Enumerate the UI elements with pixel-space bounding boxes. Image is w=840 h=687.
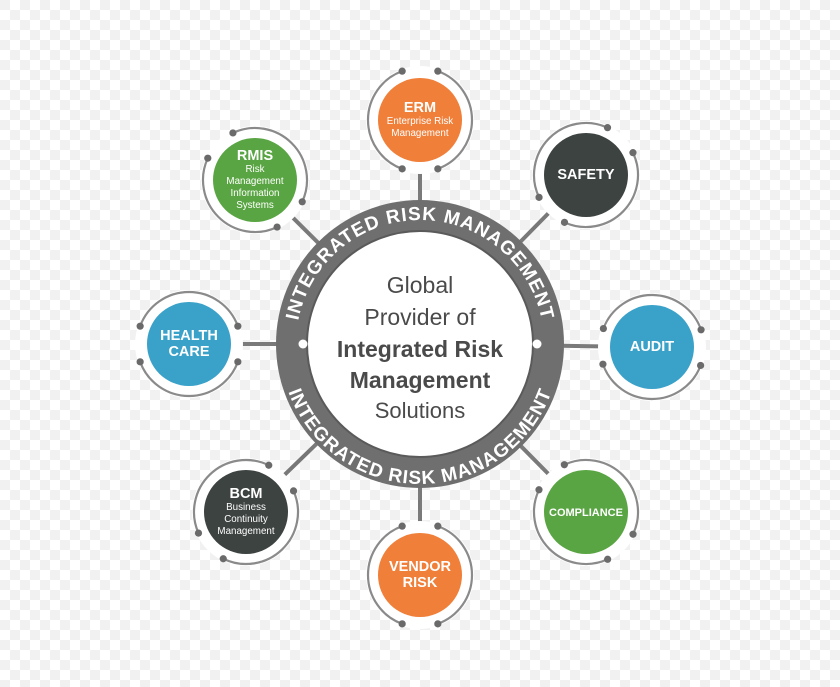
node-title-2: RISK — [403, 575, 438, 591]
node-outline-dot — [434, 165, 442, 173]
node-outline-dot — [398, 67, 406, 75]
node-outline-arc — [366, 525, 403, 625]
node-outline-dot — [136, 322, 144, 330]
node-outline-arc — [201, 157, 278, 234]
connector-safety — [516, 210, 551, 246]
node-outline-dot — [629, 530, 637, 538]
center-text: Global Provider of Integrated Risk Manag… — [337, 272, 503, 423]
node-compliance[interactable]: COMPLIANCE — [532, 458, 640, 566]
ring-dot-left — [298, 339, 308, 349]
node-outline-dot — [273, 223, 281, 231]
node-outline-arc — [532, 121, 608, 198]
node-subtitle: Management — [217, 526, 274, 537]
node-disc — [378, 78, 462, 162]
node-outline-arc — [532, 489, 609, 566]
node-outline-arc — [232, 126, 309, 203]
node-outline-dot — [604, 555, 612, 563]
node-outline-dot — [629, 149, 637, 157]
node-subtitle: Information — [230, 188, 279, 199]
node-outline-arc — [601, 363, 702, 401]
node-outline-arc — [139, 361, 239, 398]
node-title: SAFETY — [557, 167, 615, 183]
node-outline-arc — [366, 70, 403, 170]
node-outline-arc — [437, 525, 474, 625]
node-subtitle: Management — [226, 176, 283, 187]
node-subtitle: Continuity — [224, 514, 268, 525]
node-outline-dot — [398, 165, 406, 173]
node-outline-dot — [434, 522, 442, 530]
node-disc — [544, 470, 628, 554]
node-outline-dot — [289, 487, 298, 495]
connector-audit — [559, 343, 601, 349]
node-outline-dot — [697, 361, 705, 370]
node-subtitle: Management — [391, 128, 448, 139]
node-disc — [204, 470, 288, 554]
center-line-2: Provider of — [364, 304, 476, 330]
node-subtitle: Business — [226, 502, 266, 513]
node-outline-dot — [219, 555, 227, 563]
node-outline-dot — [229, 129, 237, 137]
node-outline-dot — [434, 620, 442, 628]
node-outline-arc — [222, 490, 300, 566]
center-line-1: Global — [387, 272, 453, 298]
node-disc — [544, 133, 628, 217]
node-outline-arc — [192, 458, 270, 534]
node-outline-dot — [298, 198, 306, 206]
node-subtitle: Enterprise Risk — [387, 116, 454, 127]
center-line-4: Management — [350, 367, 491, 393]
node-title-2: CARE — [168, 344, 209, 360]
center-line-3: Integrated Risk — [337, 336, 503, 362]
node-outline-dot — [398, 620, 406, 628]
node-audit[interactable]: AUDIT — [598, 293, 706, 401]
node-outline-arc — [563, 458, 640, 535]
node-outline-arc — [139, 290, 239, 327]
connector-rmis — [290, 215, 323, 247]
node-outline-dot — [603, 124, 612, 132]
node-outline-arc — [437, 70, 474, 170]
node-outline-dot — [265, 461, 273, 469]
node-outline-dot — [535, 486, 543, 494]
node-title: ERM — [404, 100, 436, 116]
node-title: HEALTH — [160, 328, 218, 344]
connector-bcm — [282, 439, 321, 478]
node-outline-dot — [234, 358, 242, 366]
node-subtitle: Systems — [236, 200, 274, 211]
node-outline-dot — [599, 360, 607, 368]
node-disc — [378, 533, 462, 617]
node-outline-dot — [697, 326, 705, 334]
node-outline-dot — [535, 193, 543, 201]
node-disc — [213, 138, 297, 222]
node-outline-dot — [194, 529, 203, 537]
node-disc — [610, 305, 694, 389]
node-title: RMIS — [237, 148, 274, 164]
node-title: VENDOR — [389, 559, 452, 575]
node-safety[interactable]: SAFETY — [532, 121, 640, 229]
node-outline-dot — [599, 324, 607, 333]
node-title: COMPLIANCE — [549, 507, 623, 519]
node-outline-dot — [398, 522, 406, 530]
node-outline-dot — [136, 358, 144, 366]
center-line-5: Solutions — [375, 398, 466, 423]
connectors — [241, 172, 601, 523]
node-disc — [147, 302, 231, 386]
node-outline-arc — [602, 293, 703, 331]
node-outline-arc — [564, 152, 640, 229]
node-title: BCM — [229, 486, 262, 502]
ring-dot-right — [532, 339, 542, 349]
connector-compliance — [516, 442, 551, 477]
node-outline-dot — [204, 154, 212, 162]
node-outline-dot — [234, 322, 242, 330]
node-outline-dot — [434, 67, 442, 75]
node-outline-dot — [560, 218, 569, 226]
node-subtitle: Risk — [245, 164, 264, 175]
node-title: AUDIT — [630, 339, 674, 355]
node-outline-dot — [560, 461, 568, 469]
